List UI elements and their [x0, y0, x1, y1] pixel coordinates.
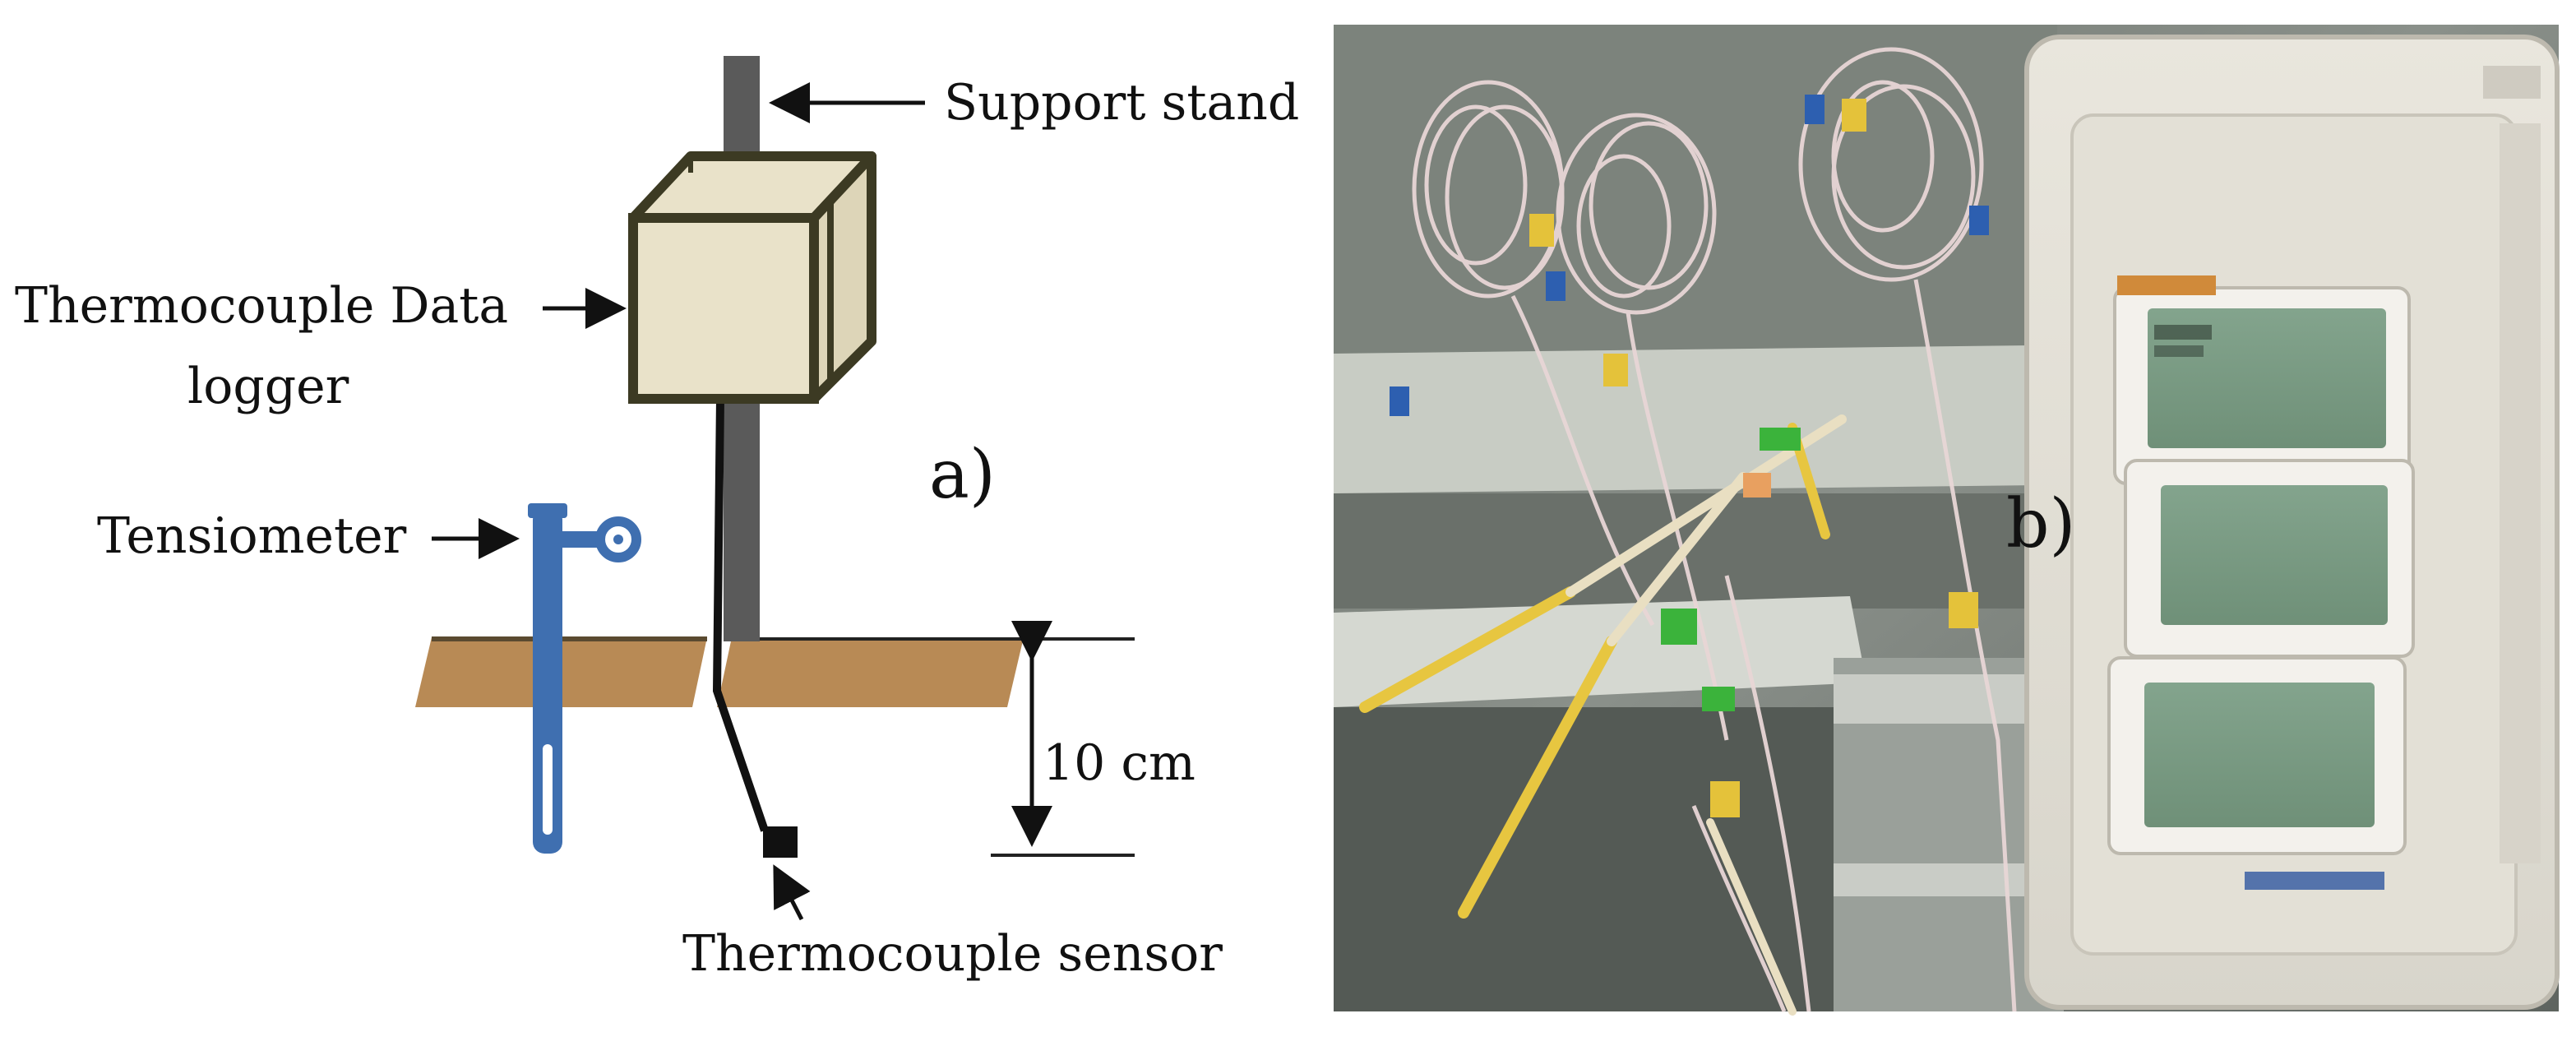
- data-logger-box: [628, 151, 876, 404]
- logger-unit-2: [2124, 459, 2415, 658]
- soil-layer: [415, 636, 1135, 707]
- thermocouple-wire: [712, 398, 769, 832]
- panel-b-photo: b): [1334, 25, 2560, 1016]
- panel-a: Support stand Thermocouple Data logger T…: [15, 56, 1299, 983]
- logger-unit-1: [2113, 275, 2411, 485]
- panel-b-label: b): [2006, 485, 2075, 563]
- support-stand-label: Support stand: [944, 74, 1299, 132]
- tensiometer-icon: [528, 503, 641, 854]
- data-logger-label-line1: Thermocouple Data: [15, 277, 508, 335]
- wire-coils: [1412, 47, 2017, 1012]
- tensiometer-label: Tensiometer: [97, 507, 407, 565]
- sensor-label: Thermocouple sensor: [682, 925, 1223, 983]
- data-logger-label-line2: logger: [187, 358, 349, 415]
- depth-dimension: [991, 621, 1135, 857]
- wire-tags: [1390, 95, 1989, 817]
- panel-a-label: a): [929, 436, 996, 514]
- depth-label: 10 cm: [1043, 734, 1196, 792]
- thermocouple-sensor: [763, 826, 798, 858]
- logger-unit-3: [2107, 656, 2407, 890]
- sensor-arrow: [773, 864, 811, 921]
